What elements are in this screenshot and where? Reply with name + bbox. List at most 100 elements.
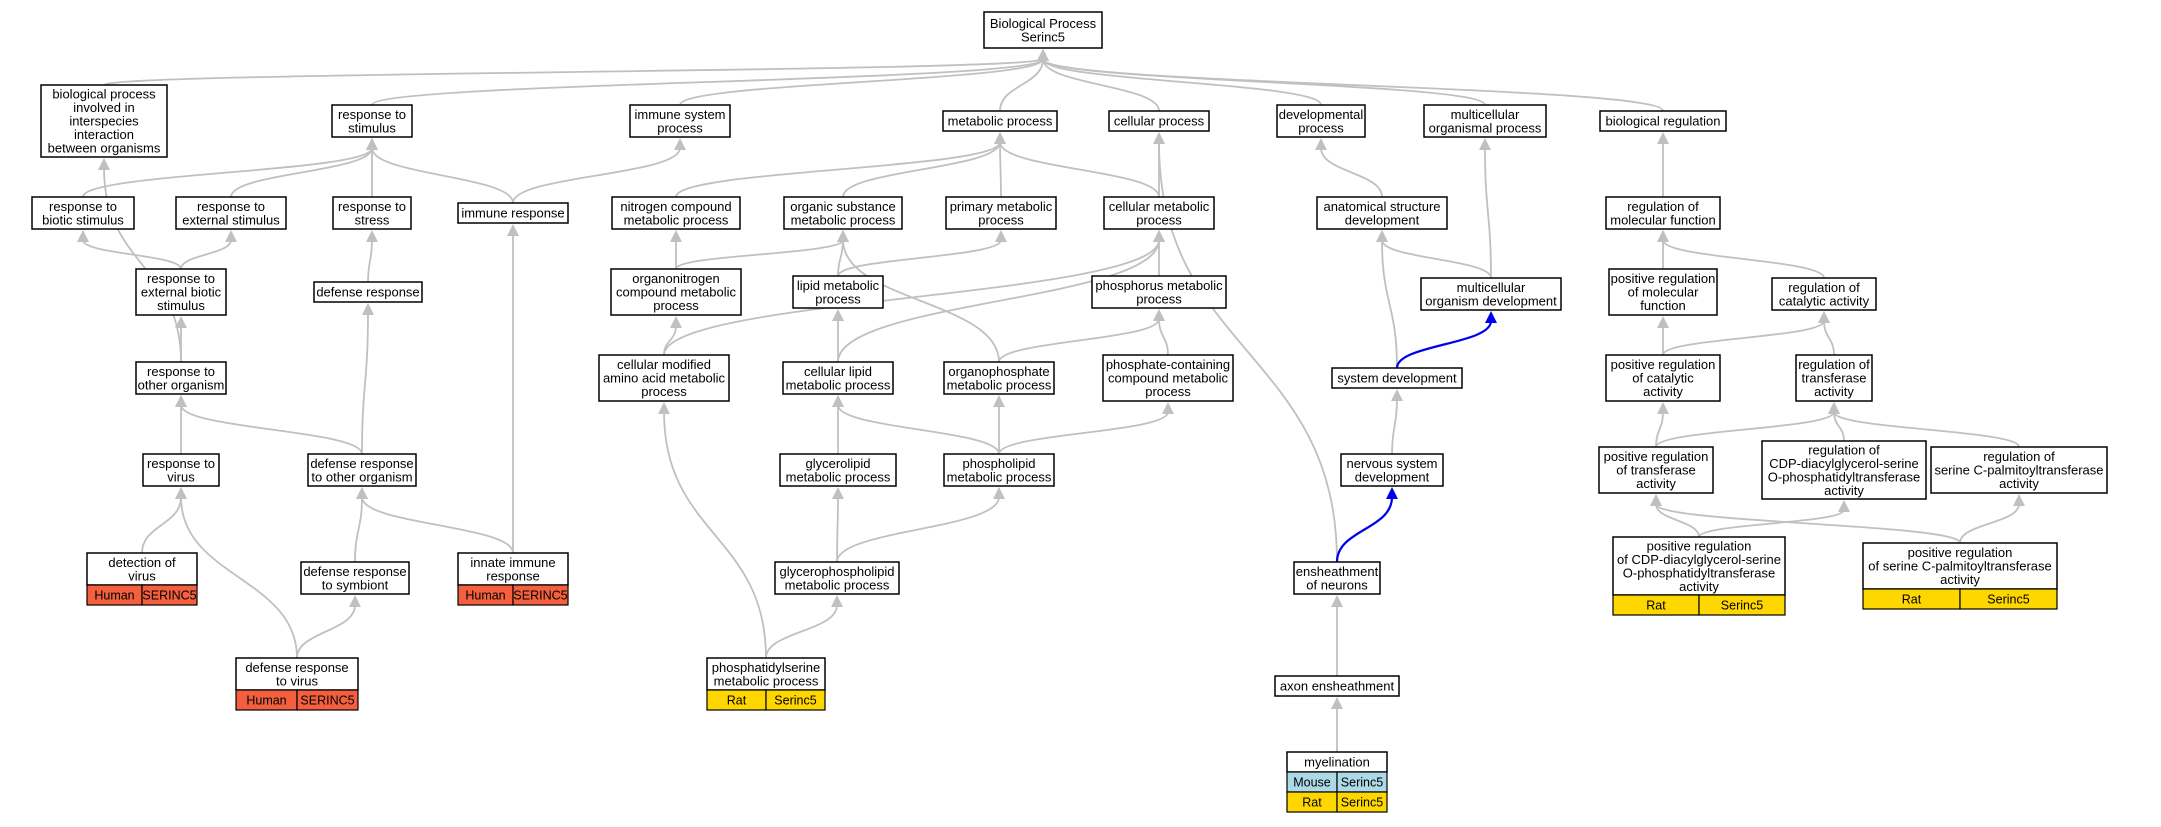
node-label-line: process: [815, 291, 861, 306]
node-label-line: O-phosphatidyltransferase: [1623, 565, 1775, 580]
edge-pos_reg_cat-to-pos_reg_mol: [1657, 316, 1669, 355]
node-label-line: process: [978, 212, 1024, 227]
node-sys_dev[interactable]: system development: [1331, 367, 1463, 389]
node-label-line: activity: [1999, 476, 2039, 491]
node-label-line: process: [1136, 291, 1182, 306]
edge-imm_resp-to-imm_sys: [512, 138, 686, 204]
edge-arrowhead: [670, 316, 682, 328]
node-reg_cdp[interactable]: regulation ofCDP-diacylglycerol-serineO-…: [1761, 440, 1927, 500]
node-box: [1795, 354, 1873, 402]
node-box: [1862, 542, 2058, 590]
edge-resp_other-to-bpinter: [98, 158, 182, 363]
annotation-gene: Serinc5: [1721, 599, 1763, 613]
node-label-line: of serine C-palmitoyltransferase: [1868, 559, 2052, 574]
node-label-line: process: [657, 120, 703, 135]
node-box: [1608, 268, 1718, 316]
node-label-line: biological regulation: [1606, 114, 1721, 129]
annotation-gene-cell: [1336, 791, 1388, 813]
node-def_resp[interactable]: defense response: [313, 281, 423, 303]
edge-arrowhead: [832, 395, 844, 407]
node-label-line: cellular process: [1114, 114, 1205, 129]
edge-orgphos-to-phos_met: [998, 309, 1165, 363]
annotation-gene: SERINC5: [513, 589, 567, 603]
node-axon_ens[interactable]: axon ensheathment: [1274, 675, 1400, 697]
node-label-line: of molecular: [1628, 285, 1699, 300]
edge-arrowhead: [1657, 316, 1669, 328]
node-label-line: of catalytic: [1632, 371, 1694, 386]
node-box: [1612, 536, 1786, 596]
node-box: [782, 361, 894, 395]
node-label-line: innate immune: [470, 555, 555, 570]
node-label-line: biological process: [52, 87, 156, 102]
node-bio_reg[interactable]: biological regulation: [1599, 110, 1727, 132]
annotation-gene: Serinc5: [1341, 796, 1383, 810]
node-label-line: multicellular: [1457, 280, 1526, 295]
node-metab[interactable]: metabolic process: [942, 110, 1058, 132]
node-label-line: positive regulation: [1908, 545, 2013, 560]
edge-cell_lipid-to-lipid_met: [832, 309, 844, 362]
node-label-line: response to: [338, 107, 406, 122]
annotation-species: Human: [465, 589, 505, 603]
node-box: [942, 110, 1058, 132]
node-box: [1274, 675, 1400, 697]
node-label-line: immune system: [634, 107, 725, 122]
edge-arrowhead: [366, 230, 378, 242]
node-label-line: primary metabolic: [950, 199, 1053, 214]
edge-resp_ext_bio-to-resp_ext: [180, 230, 237, 270]
node-box: [610, 268, 742, 316]
node-imm_resp[interactable]: immune response: [457, 202, 569, 224]
edge-arrowhead: [993, 487, 1005, 499]
edge-nerv_dev-to-sys_dev: [1391, 389, 1403, 455]
node-cell_proc[interactable]: cellular process: [1108, 110, 1210, 132]
node-label-line: response to: [147, 271, 215, 286]
edge-arrowhead: [77, 230, 89, 242]
